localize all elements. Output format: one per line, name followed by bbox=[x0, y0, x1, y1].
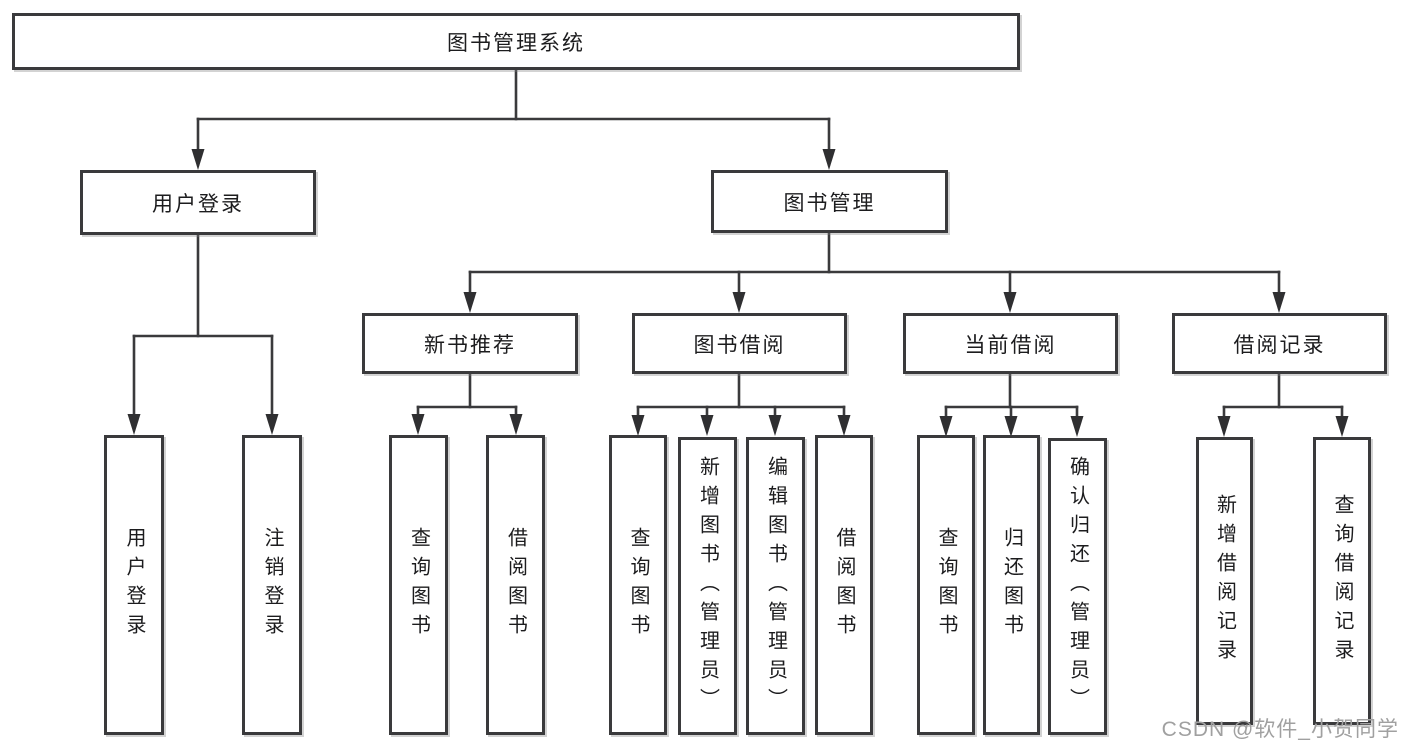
arrowhead-icon bbox=[509, 414, 523, 435]
diagram-node-current-borrowing: 当前借阅 bbox=[903, 313, 1118, 374]
diagram-node-leaf-query-book-c: 查询图书 bbox=[917, 435, 975, 735]
arrowhead-icon bbox=[939, 416, 953, 437]
diagram-node-root: 图书管理系统 bbox=[12, 13, 1020, 70]
arrowhead-icon bbox=[127, 414, 141, 435]
diagram-node-leaf-user-login: 用户登录 bbox=[104, 435, 164, 735]
diagram-node-label: 借阅图书 bbox=[504, 527, 527, 643]
diagram-node-leaf-query-book-b: 查询图书 bbox=[609, 435, 667, 735]
diagram-node-label: 编辑图书（管理员） bbox=[764, 455, 787, 717]
diagram-node-label: 查询图书 bbox=[935, 527, 957, 643]
diagram-node-leaf-query-record: 查询借阅记录 bbox=[1313, 437, 1371, 725]
arrowhead-icon bbox=[768, 415, 782, 436]
diagram-node-label: 查询借阅记录 bbox=[1331, 494, 1353, 668]
diagram-node-leaf-edit-book: 编辑图书（管理员） bbox=[746, 437, 805, 735]
diagram-node-leaf-logout: 注销登录 bbox=[242, 435, 302, 735]
diagram-node-label: 查询图书 bbox=[627, 527, 649, 643]
diagram-node-label: 查询图书 bbox=[407, 527, 430, 643]
diagram-node-leaf-add-record: 新增借阅记录 bbox=[1196, 437, 1253, 725]
arrowhead-icon bbox=[837, 415, 851, 436]
arrowhead-icon bbox=[1217, 416, 1231, 437]
diagram-node-label: 用户登录 bbox=[123, 527, 145, 643]
arrowhead-icon bbox=[1070, 416, 1084, 437]
arrowhead-icon bbox=[191, 149, 205, 170]
diagram-node-label: 注销登录 bbox=[261, 527, 283, 643]
diagram-node-leaf-add-book: 新增图书（管理员） bbox=[678, 437, 737, 735]
arrowhead-icon bbox=[700, 415, 714, 436]
diagram-node-user-login-group: 用户登录 bbox=[80, 170, 316, 235]
diagram-node-borrowing-records: 借阅记录 bbox=[1172, 313, 1387, 374]
diagram-node-label: 当前借阅 bbox=[964, 333, 1057, 357]
arrowhead-icon bbox=[732, 292, 746, 313]
diagram-node-label: 图书管理 bbox=[783, 191, 876, 215]
diagram-node-leaf-return-book: 归还图书 bbox=[983, 435, 1040, 735]
diagram-node-label: 用户登录 bbox=[152, 192, 244, 216]
diagram-node-label: 图书借阅 bbox=[693, 333, 786, 357]
diagram-node-new-book-recommend: 新书推荐 bbox=[362, 313, 578, 374]
diagram-node-label: 新书推荐 bbox=[424, 333, 516, 357]
diagram-node-label: 新增图书（管理员） bbox=[696, 455, 719, 717]
arrowhead-icon bbox=[1004, 416, 1018, 437]
arrowhead-icon bbox=[822, 149, 836, 170]
diagram-node-book-management: 图书管理 bbox=[711, 170, 948, 233]
watermark-text: CSDN @软件_小贺同学 bbox=[1161, 718, 1399, 741]
arrowhead-icon bbox=[1335, 416, 1349, 437]
arrowhead-icon bbox=[1272, 292, 1286, 313]
diagram-node-leaf-query-book-a: 查询图书 bbox=[389, 435, 448, 735]
diagram-node-book-borrowing: 图书借阅 bbox=[632, 313, 847, 374]
diagram-node-label: 归还图书 bbox=[1000, 527, 1023, 643]
diagram-node-label: 借阅图书 bbox=[833, 527, 855, 643]
arrowhead-icon bbox=[631, 415, 645, 436]
diagram-node-label: 图书管理系统 bbox=[447, 31, 585, 55]
arrowhead-icon bbox=[463, 292, 477, 313]
arrowhead-icon bbox=[411, 414, 425, 435]
diagram-node-leaf-borrow-book-a: 借阅图书 bbox=[486, 435, 545, 735]
arrowhead-icon bbox=[1003, 292, 1017, 313]
diagram-node-leaf-borrow-book-b: 借阅图书 bbox=[815, 435, 873, 735]
diagram-node-label: 借阅记录 bbox=[1233, 333, 1326, 357]
diagram-node-label: 新增借阅记录 bbox=[1213, 494, 1236, 668]
diagram-node-leaf-confirm-return: 确认归还（管理员） bbox=[1048, 438, 1107, 735]
arrowhead-icon bbox=[265, 414, 279, 435]
diagram-node-label: 确认归还（管理员） bbox=[1066, 456, 1089, 717]
